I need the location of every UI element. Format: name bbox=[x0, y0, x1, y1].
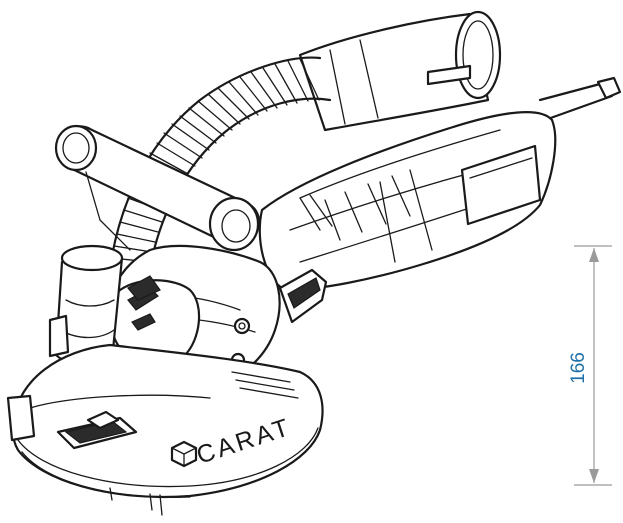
dust-port bbox=[48, 244, 124, 368]
dimension-label: 166 bbox=[568, 352, 589, 384]
dust-guard: CARAT bbox=[6, 343, 324, 516]
dust-nozzle bbox=[298, 10, 502, 132]
dimension-arrow-top bbox=[589, 248, 599, 262]
power-cord bbox=[538, 76, 622, 122]
dimension-arrow-bottom bbox=[589, 469, 599, 483]
height-dimension: 166 bbox=[568, 245, 612, 486]
motor-housing bbox=[258, 111, 557, 292]
auxiliary-handle bbox=[54, 124, 261, 276]
